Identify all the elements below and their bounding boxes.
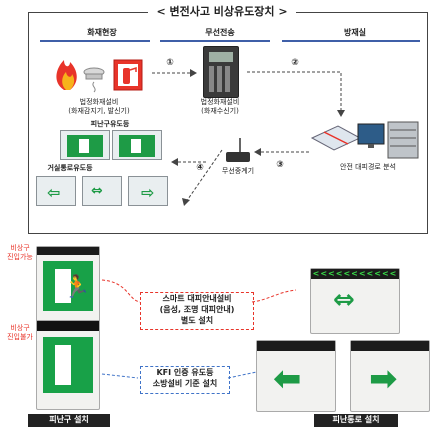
corridor-sign-left: ⇦ bbox=[36, 176, 76, 206]
passage-install-bar: 피난통로 설치 bbox=[314, 414, 398, 427]
passage-sign-both: <<<<<<<<<<< ⇔ bbox=[310, 268, 400, 334]
evacuation-analysis-screens bbox=[310, 121, 419, 159]
receiver-caption: 법정화재설비 (화재수신기) bbox=[200, 98, 240, 115]
exit-sign-device-1 bbox=[60, 130, 110, 160]
arrow-step-4 bbox=[171, 149, 223, 206]
exit-install-bar: 피난구 설치 bbox=[28, 414, 110, 427]
column-divider-control-room bbox=[282, 40, 420, 42]
panel-title: < 변전사고 비상유도장치 > bbox=[148, 4, 296, 20]
column-heading-control-room: 방재실 bbox=[343, 28, 367, 37]
corridor-sign-both: ⇔ bbox=[82, 176, 122, 206]
arrow-step-2 bbox=[247, 71, 345, 117]
fire-detector-icons bbox=[56, 59, 143, 93]
server-rack-icon bbox=[387, 121, 419, 159]
smart-evacuation-note: 스마트 대피안내설비 (음성, 조명 대피안내) 별도 설치 bbox=[140, 292, 254, 330]
exit-sign-blocked bbox=[36, 320, 100, 410]
passage-sign-right: ➡ bbox=[350, 340, 430, 412]
monitor-icon bbox=[357, 123, 385, 145]
column-heading-wireless: 무선전송 bbox=[205, 28, 235, 37]
column-heading-fire-site: 화재현장 bbox=[87, 28, 117, 37]
exit-sign-enterable: 🏃 bbox=[36, 246, 100, 326]
exit-sign-device-2 bbox=[112, 130, 162, 160]
led-bar-top bbox=[37, 247, 99, 255]
kfi-certified-note: KFI 인증 유도등 소방설비 기준 설치 bbox=[140, 366, 230, 394]
column-divider-wireless bbox=[160, 40, 270, 42]
column-divider-fire-site bbox=[40, 40, 150, 42]
step-3-marker: ③ bbox=[276, 160, 284, 170]
repeater-caption: 무선중계기 bbox=[221, 167, 255, 175]
step-1-marker: ① bbox=[166, 58, 174, 68]
exit-sign-label: 피난구유도등 bbox=[90, 120, 130, 128]
wireless-repeater-icon bbox=[226, 138, 250, 162]
passage-sign-left: ⬅ bbox=[256, 340, 336, 412]
exit-blocked-label: 비상구 진입불가 bbox=[7, 324, 33, 341]
fire-device-caption: 법정화재설비 (화재감지기, 발신기) bbox=[68, 98, 130, 115]
corridor-sign-label: 거실통로유도등 bbox=[47, 164, 93, 172]
kfi-connectors bbox=[101, 369, 267, 379]
exit-enterable-label: 비상구 진입가능 bbox=[7, 244, 33, 261]
step-2-marker: ② bbox=[291, 58, 299, 68]
step-4-marker: ④ bbox=[196, 163, 204, 173]
arrow-step-3 bbox=[254, 148, 311, 156]
led-arrow-bar: <<<<<<<<<<< bbox=[311, 269, 399, 279]
corridor-sign-right: ⇨ bbox=[128, 176, 168, 206]
arrow-step-1 bbox=[152, 69, 197, 77]
analysis-caption: 안전 대피경로 분석 bbox=[340, 163, 396, 171]
led-bar-off bbox=[37, 321, 99, 331]
fire-receiver-panel bbox=[203, 46, 239, 98]
smart-connectors bbox=[101, 279, 297, 303]
